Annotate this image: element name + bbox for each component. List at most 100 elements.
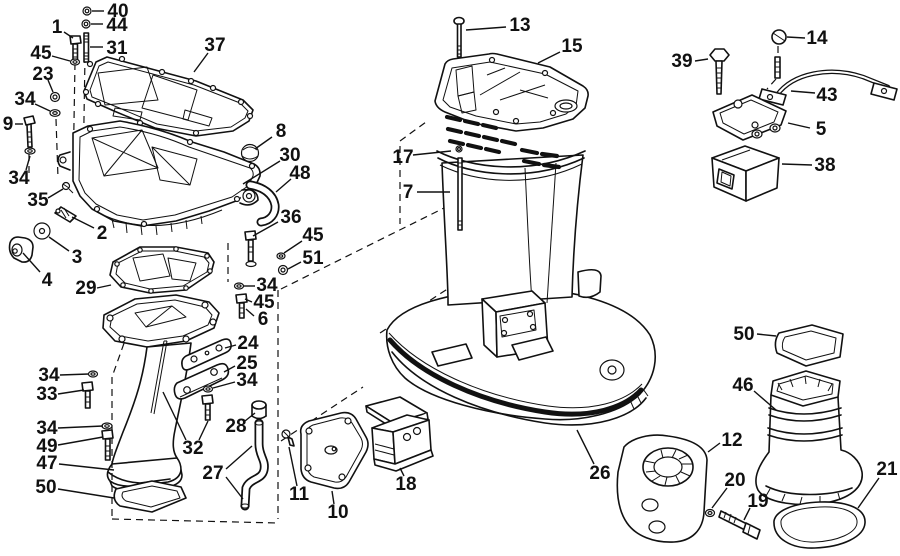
callout-label-4-12: 4 xyxy=(42,270,53,291)
callout-label-11-36: 11 xyxy=(289,484,310,505)
inner-exhaust-housing xyxy=(102,294,220,487)
callout-leader-10-37 xyxy=(331,490,335,505)
cap-nut-8 xyxy=(240,143,260,163)
callout-leader-51-20 xyxy=(287,261,302,270)
washer-34-b xyxy=(24,147,36,155)
callout-leader-49-33 xyxy=(57,436,104,446)
callout-label-1-2: 1 xyxy=(52,17,63,38)
hose-48 xyxy=(245,180,280,227)
callout-label-18-38: 18 xyxy=(395,474,416,495)
callout-label-32-28: 32 xyxy=(182,438,203,459)
callout-leader-24-24 xyxy=(224,344,237,349)
gasket-29 xyxy=(109,246,215,294)
callout-leader-50-35 xyxy=(57,488,115,499)
gasket-21 xyxy=(773,501,866,549)
nut-51 xyxy=(277,264,289,276)
callout-leader-29-13 xyxy=(96,284,112,289)
callout-label-29-13: 29 xyxy=(75,278,96,299)
callout-leader-34-26 xyxy=(212,381,236,389)
callout-leader-35-9 xyxy=(47,188,64,199)
callout-leader-34-32 xyxy=(57,425,104,429)
stud-31 xyxy=(83,32,90,63)
callout-label-33-31: 33 xyxy=(36,384,57,405)
callout-leader-27-29 xyxy=(225,476,244,500)
callout-leader-47-34 xyxy=(58,463,115,471)
callout-label-34-26: 34 xyxy=(236,370,258,391)
callout-label-45-22: 45 xyxy=(253,292,275,313)
washer-20 xyxy=(704,508,716,518)
bracket-5 xyxy=(712,94,787,141)
callout-leader-32-28 xyxy=(198,420,209,441)
callout-label-47-34: 47 xyxy=(36,453,57,474)
callout-label-5-47: 5 xyxy=(816,119,827,140)
callout-leader-20-52 xyxy=(711,487,728,509)
callout-leader-38-48 xyxy=(781,163,813,166)
callout-label-20-52: 20 xyxy=(724,470,745,491)
callout-label-14-45: 14 xyxy=(806,28,828,49)
washer-34-c xyxy=(233,282,245,290)
washer-45-b xyxy=(276,252,286,260)
callout-label-34-8: 34 xyxy=(8,168,30,189)
gasket-37 xyxy=(82,55,254,137)
callout-leader-13-40 xyxy=(465,26,507,31)
wire-link-43 xyxy=(758,69,898,106)
callout-label-46-50: 46 xyxy=(732,375,753,396)
callout-label-37-14: 37 xyxy=(204,35,225,56)
callout-leader-39-44 xyxy=(694,58,709,62)
callout-label-17-42: 17 xyxy=(392,147,413,168)
callout-leader-36-18 xyxy=(252,221,279,237)
callout-label-8-15: 8 xyxy=(276,121,287,142)
callout-leader-11-36 xyxy=(288,446,298,487)
callout-label-31-3: 31 xyxy=(106,38,128,59)
callout-leader-6-23 xyxy=(245,308,255,317)
callout-leader-23-5 xyxy=(47,79,54,93)
mount-18 xyxy=(365,396,434,472)
callout-leader-1-2 xyxy=(63,31,74,39)
callout-leader-8-15 xyxy=(254,136,273,150)
callout-leader-45-22 xyxy=(244,298,253,303)
callout-leader-3-11 xyxy=(48,236,70,252)
nut-40 xyxy=(82,6,92,16)
mount-38 xyxy=(711,145,780,202)
callout-leader-2-10 xyxy=(71,216,95,229)
washer-3 xyxy=(33,222,51,240)
callout-label-44-1: 44 xyxy=(106,15,128,36)
callout-label-25-25: 25 xyxy=(236,353,258,374)
callout-leader-17-42 xyxy=(412,150,452,156)
callout-leader-37-14 xyxy=(193,52,209,73)
callout-leader-48-17 xyxy=(275,178,292,193)
callout-label-23-5: 23 xyxy=(32,64,53,85)
callout-leader-30-16 xyxy=(242,160,281,185)
callout-leader-19-53 xyxy=(743,507,751,521)
screw-19 xyxy=(718,510,761,540)
callout-leader-25-25 xyxy=(223,365,236,373)
washer-45-top xyxy=(69,58,81,66)
callout-leader-33-31 xyxy=(57,389,85,395)
callout-label-43-46: 43 xyxy=(816,85,837,106)
bracket-25 xyxy=(173,362,230,400)
water-tube-32 xyxy=(150,340,168,415)
callout-label-30-16: 30 xyxy=(279,145,300,166)
exhaust-housing-main xyxy=(385,52,656,426)
callout-label-48-17: 48 xyxy=(289,163,310,184)
callout-label-34-21: 34 xyxy=(256,275,278,296)
callout-leader-46-50 xyxy=(753,390,777,411)
callout-label-49-33: 49 xyxy=(36,436,57,457)
callout-leader-12-51 xyxy=(707,442,721,453)
callout-leader-32-28 xyxy=(162,391,187,441)
water-hose-27 xyxy=(240,418,269,511)
bolt-1 xyxy=(69,35,82,61)
bushing-4 xyxy=(8,236,34,263)
callout-leader-28-27 xyxy=(244,412,256,422)
callout-label-12-51: 12 xyxy=(721,430,742,451)
callout-leader-5-47 xyxy=(787,122,811,129)
pin-2 xyxy=(54,206,77,223)
callout-leader-45-19 xyxy=(283,240,303,254)
callout-leader-43-46 xyxy=(790,90,816,94)
callout-leader-50-49 xyxy=(756,333,777,337)
gasket-50-right xyxy=(774,324,844,367)
grommet-28 xyxy=(251,400,267,420)
